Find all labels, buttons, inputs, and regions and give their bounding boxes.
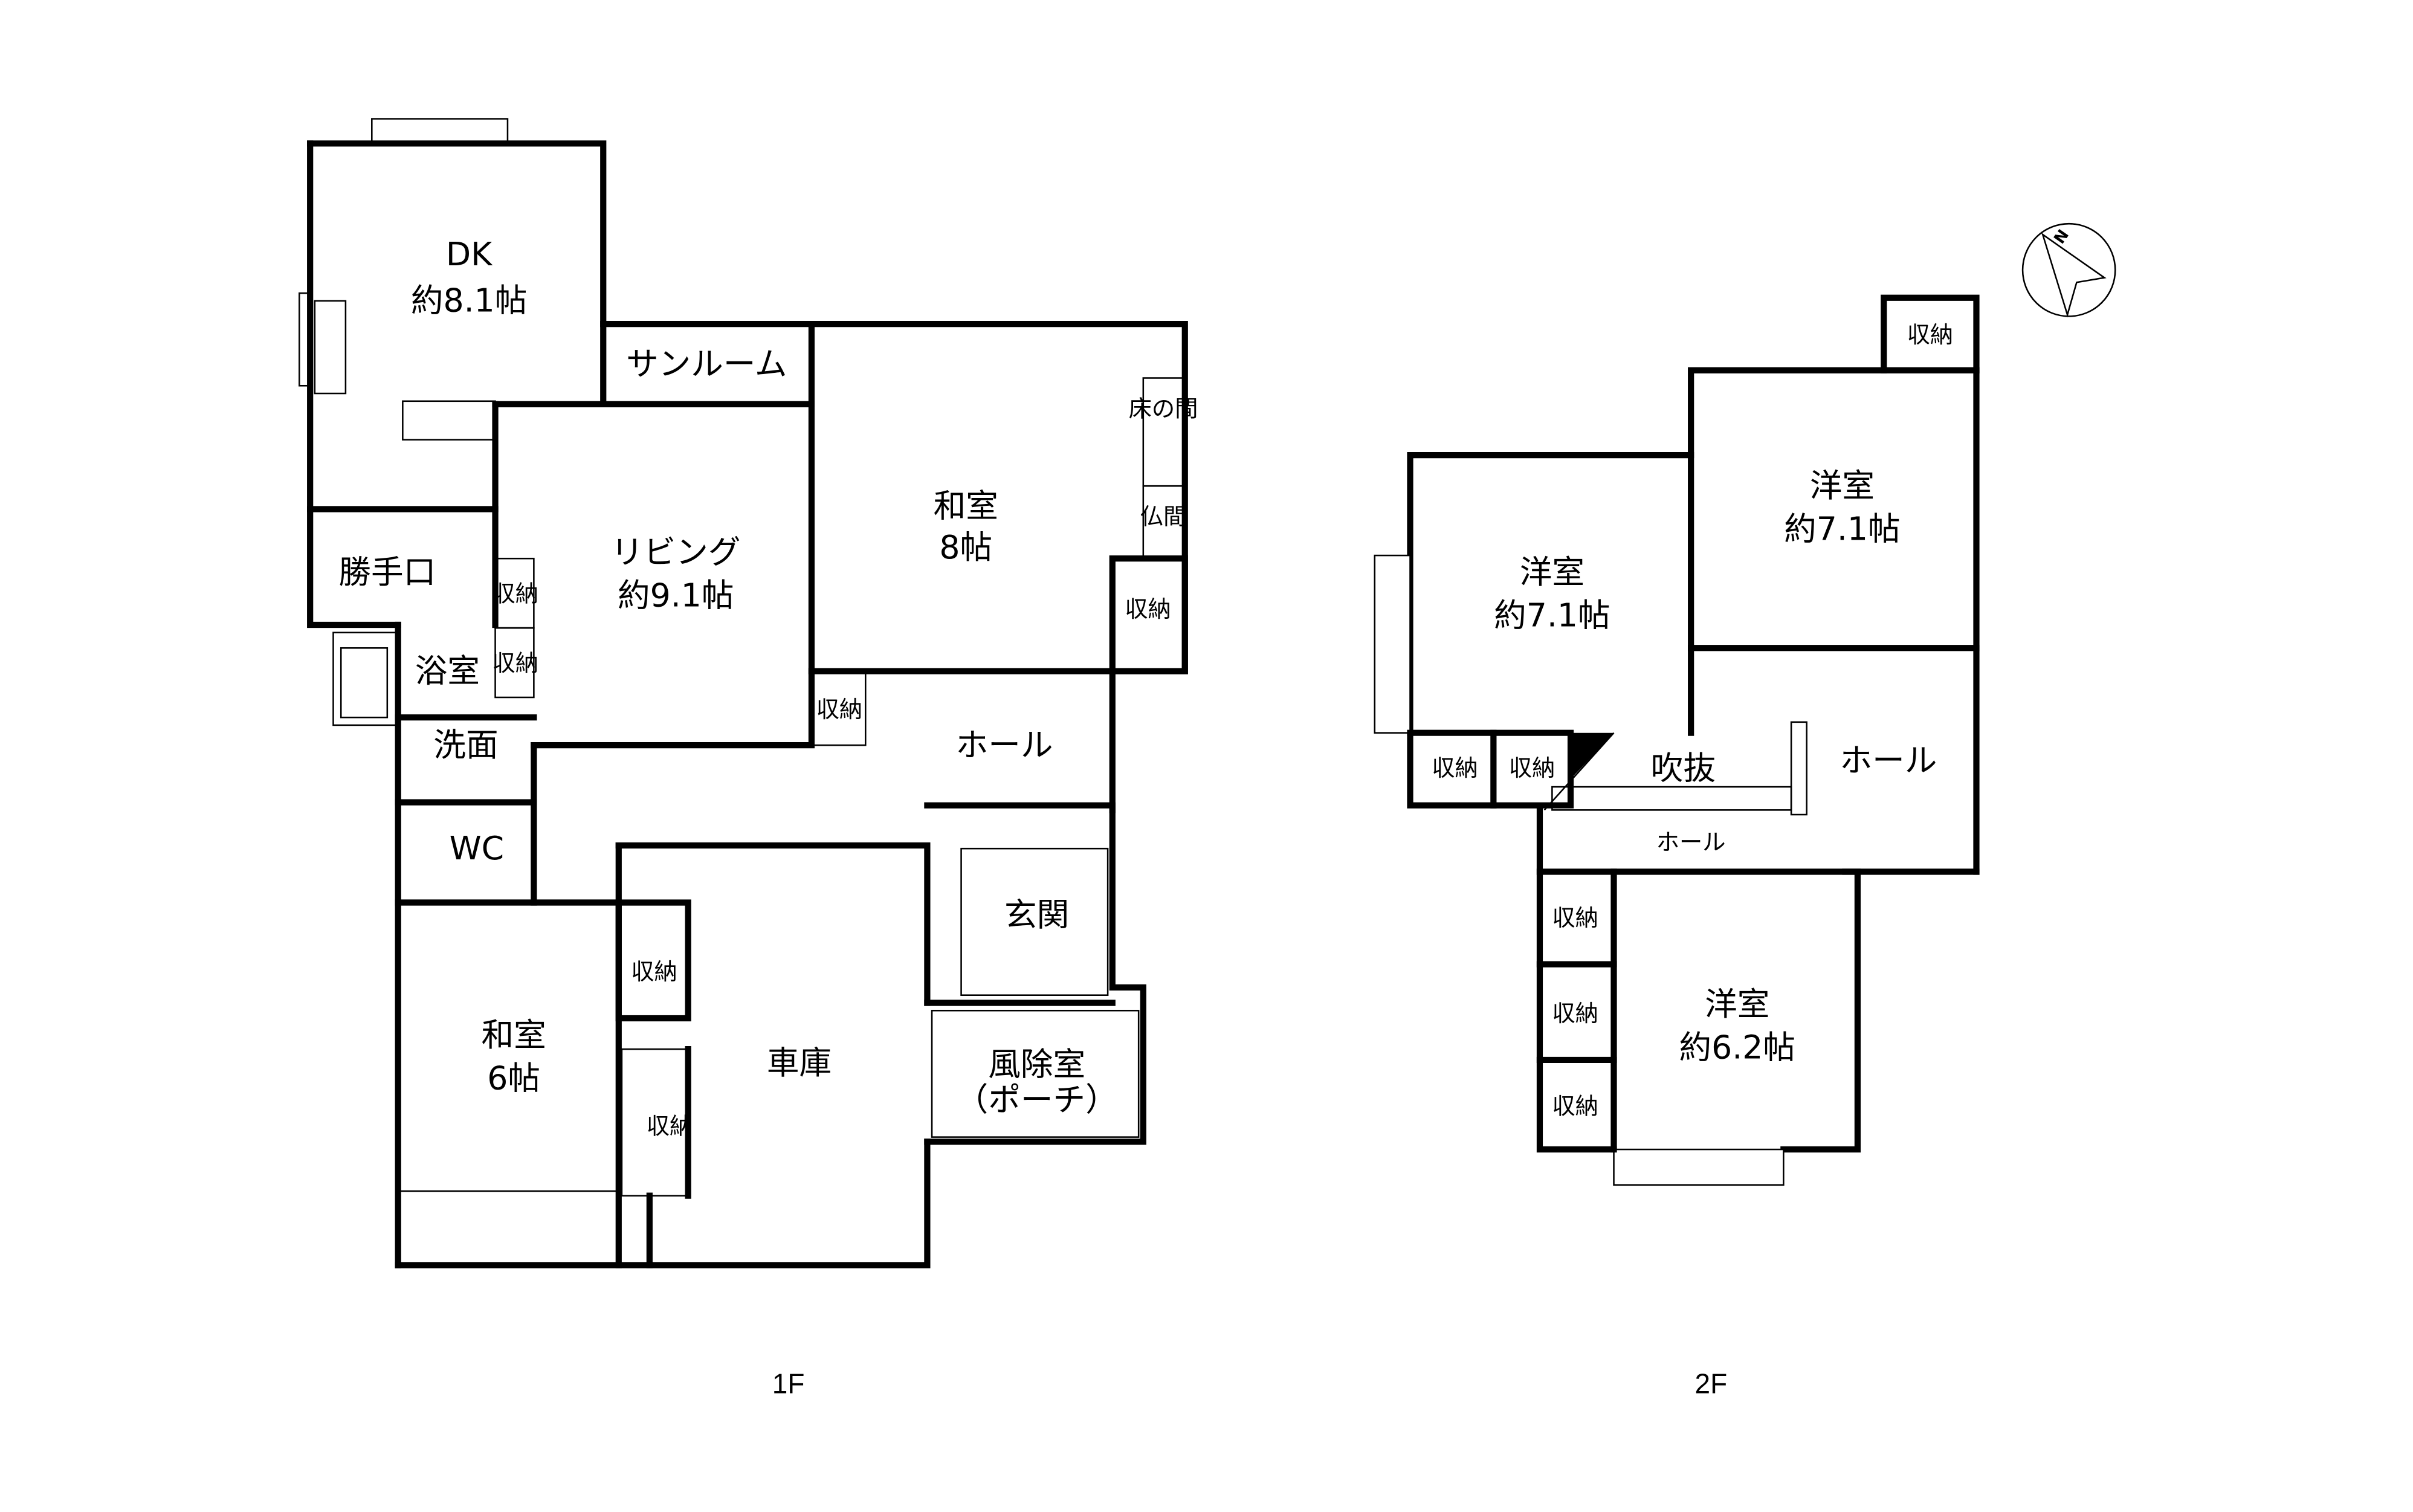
garage-label: 車庫	[767, 1044, 832, 1082]
youshitsu-w-size: 約7.1帖	[1494, 596, 1610, 635]
living-size: 約9.1帖	[618, 576, 734, 614]
hall-label: ホール	[1840, 741, 1937, 780]
katteguchi-label: 勝手口	[338, 553, 436, 591]
bath-label: 浴室	[415, 651, 480, 690]
youshitsu-s-label: 洋室	[1705, 985, 1769, 1023]
storage-label: 収納	[1907, 321, 1954, 349]
youshitsu-ne-size: 約7.1帖	[1784, 510, 1900, 548]
storage-label: 収納	[492, 581, 538, 608]
first-floor-walls	[299, 118, 1188, 1268]
storage-label: 収納	[1509, 755, 1555, 782]
storage-label: 収納	[1552, 1000, 1598, 1027]
washitsu6-size: 6帖	[487, 1059, 540, 1097]
storage-label: 収納	[1125, 596, 1171, 623]
porch-label: 風除室	[988, 1045, 1085, 1083]
compass-label: N	[2050, 227, 2073, 248]
storage-label: 収納	[1552, 905, 1598, 932]
storage-label: 収納	[631, 958, 677, 986]
butsuma-label: 仏間	[1140, 503, 1187, 531]
storage-label: 収納	[647, 1113, 693, 1140]
tokonoma-label: 床の間	[1129, 395, 1198, 422]
hall-stairs-label: ホール	[1656, 829, 1726, 856]
storage-label: 収納	[1432, 755, 1478, 782]
washitsu8-label: 和室	[934, 486, 998, 525]
floor-label-2f: 2F	[1695, 1368, 1728, 1399]
sunroom-label: サンルーム	[626, 344, 787, 383]
wc-label: WC	[450, 829, 504, 867]
second-floor-labels: 収納 洋室 約7.1帖 洋室 約7.1帖 収納 収納 吹抜 ホール ホール 収納…	[1432, 321, 1953, 1400]
storage-label: 収納	[1552, 1093, 1598, 1120]
fukinuke-label: 吹抜	[1651, 749, 1716, 787]
dk-size: 約8.1帖	[411, 282, 527, 320]
genkan-label: 玄関	[1004, 896, 1069, 934]
youshitsu-s-size: 約6.2帖	[1679, 1028, 1795, 1066]
living-label: リビング	[611, 533, 740, 571]
first-floor-labels: DK 約8.1帖 サンルーム リビング 約9.1帖 和室 8帖 床の間 仏間 収…	[338, 235, 1198, 1399]
dk-label: DK	[446, 235, 493, 273]
floor-label-1f: 1F	[772, 1368, 805, 1399]
washitsu6-label: 和室	[482, 1016, 546, 1054]
youshitsu-w-label: 洋室	[1520, 553, 1584, 591]
storage-label: 収納	[492, 650, 538, 677]
senmen-label: 洗面	[433, 726, 498, 764]
porch-sub: （ポーチ）	[956, 1081, 1118, 1119]
youshitsu-ne-label: 洋室	[1810, 467, 1875, 505]
hall-label: ホール	[956, 726, 1053, 764]
second-floor-walls	[1374, 294, 1980, 1186]
north-arrow-icon: N	[2021, 222, 2116, 318]
washitsu8-size: 8帖	[939, 528, 992, 566]
storage-label: 収納	[816, 696, 863, 723]
